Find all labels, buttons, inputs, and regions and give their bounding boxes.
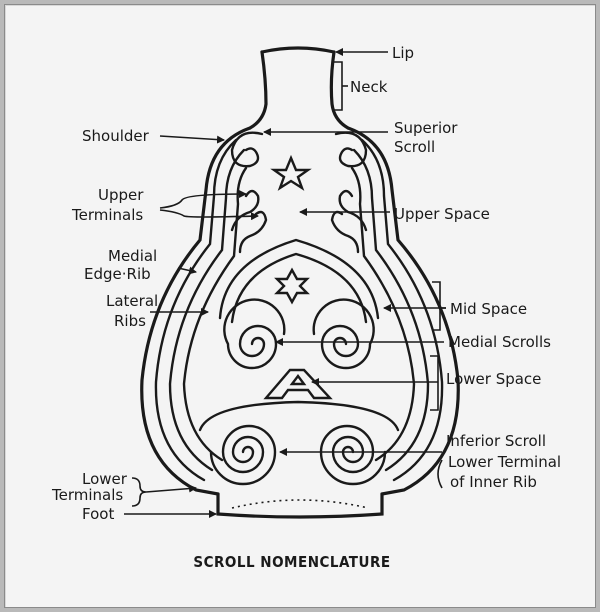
label-lip: Lip <box>392 44 414 62</box>
lateral-ribs-left <box>154 138 248 482</box>
leader-lines <box>124 48 446 518</box>
label-neck: Neck <box>350 78 388 96</box>
star-upper <box>270 154 312 191</box>
label-foot: Foot <box>82 505 114 523</box>
lower-terminal-paren <box>437 459 443 489</box>
upper-terminals <box>230 189 368 254</box>
inferior-arch <box>198 400 400 432</box>
label-medial-edge-rib-2: Edge·Rib <box>84 265 151 283</box>
label-upper-terminals-2: Terminals <box>71 206 143 224</box>
lateral-ribs-right <box>350 138 444 482</box>
label-medial-edge-rib: Medial <box>108 247 157 265</box>
label-superior-scroll: Superior <box>394 119 458 137</box>
labels: Lip Neck Superior Scroll Shoulder Upper … <box>51 44 561 523</box>
superior-scrolls <box>230 131 368 168</box>
label-lateral-ribs: Lateral <box>106 292 158 310</box>
inferior-scroll-left <box>209 424 277 486</box>
label-superior-scroll-2: Scroll <box>394 138 435 156</box>
flask-foot <box>216 492 384 519</box>
label-lower-terminals-2: Terminals <box>51 486 123 504</box>
diagram-frame <box>4 4 596 608</box>
label-mid-space: Mid Space <box>450 300 527 318</box>
label-upper-terminals: Upper <box>98 186 144 204</box>
label-inferior-scroll: Inferior Scroll <box>446 432 546 450</box>
label-medial-scrolls: Medial Scrolls <box>448 333 551 351</box>
label-lower-terminals: Lower <box>82 470 128 488</box>
diagram-caption: SCROLL NOMENCLATURE <box>193 553 390 571</box>
flask-outline <box>140 46 460 496</box>
medial-edge-rib <box>218 238 380 324</box>
label-upper-space: Upper Space <box>394 205 490 223</box>
label-lower-terminal: Lower Terminal <box>448 453 561 471</box>
letter-a-emblem <box>263 368 333 400</box>
label-lower-terminal-2: of Inner Rib <box>450 473 537 491</box>
label-lateral-ribs-2: Ribs <box>114 312 146 330</box>
inferior-scroll-right <box>319 424 387 486</box>
label-lower-space: Lower Space <box>446 370 541 388</box>
label-shoulder: Shoulder <box>82 127 150 145</box>
star-middle <box>274 267 310 305</box>
medial-scroll-right <box>312 298 375 370</box>
